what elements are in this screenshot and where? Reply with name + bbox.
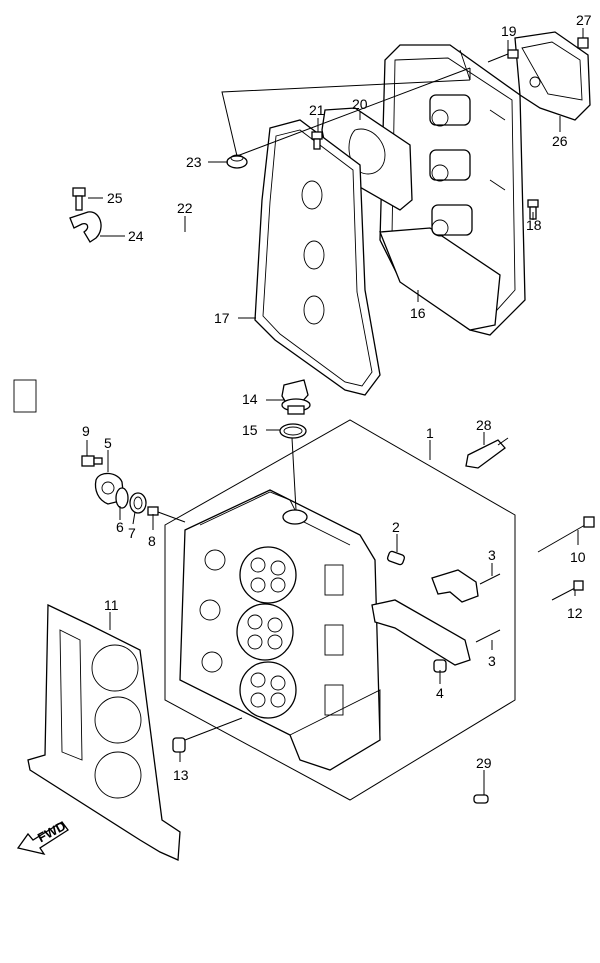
callout-3a: 3 [488, 547, 496, 563]
bolt-3a [479, 573, 501, 585]
callout-labels: 1 2 3 3 4 5 6 7 8 9 10 11 12 13 14 15 16… [82, 12, 592, 783]
o-ring [279, 423, 307, 439]
callout-10: 10 [570, 549, 586, 565]
bracket-3b [371, 599, 471, 666]
bolt-10 [537, 516, 595, 553]
callout-13: 13 [173, 767, 189, 783]
callout-22: 22 [177, 200, 193, 216]
part-9-bolt [81, 455, 103, 467]
callout-16: 16 [410, 305, 426, 321]
head-cover-gasket [254, 119, 381, 396]
callout-2: 2 [392, 519, 400, 535]
callout-4: 4 [436, 685, 444, 701]
callout-14: 14 [242, 391, 258, 407]
spark-plug [465, 437, 509, 469]
callout-21: 21 [309, 102, 325, 118]
callout-15: 15 [242, 422, 258, 438]
head-gasket [27, 603, 181, 861]
gasket-plate [321, 107, 413, 211]
dowel-13 [172, 737, 186, 753]
callout-28: 28 [476, 417, 492, 433]
dowel-29 [473, 794, 489, 804]
callout-27: 27 [576, 12, 592, 28]
callout-23: 23 [186, 154, 202, 170]
cylinder-head-box [164, 419, 516, 801]
callout-11: 11 [104, 597, 119, 613]
callout-29: 29 [476, 755, 492, 771]
bolt-3b [475, 629, 501, 643]
callout-7: 7 [128, 525, 136, 541]
callout-19: 19 [501, 23, 517, 39]
callout-9: 9 [82, 423, 90, 439]
callout-5: 5 [104, 435, 112, 451]
callout-20: 20 [352, 96, 368, 112]
callout-6: 6 [116, 519, 124, 535]
cover-plate [514, 31, 591, 121]
callout-12: 12 [567, 605, 583, 621]
bolt-21 [311, 131, 323, 150]
leader-lines [86, 28, 584, 795]
callout-17: 17 [214, 310, 230, 326]
callout-18: 18 [526, 217, 542, 233]
camshaft-housing [379, 44, 526, 336]
oil-filler-cap [281, 379, 311, 415]
bolt-12 [551, 580, 584, 601]
callout-8: 8 [148, 533, 156, 549]
hose-clamp [226, 154, 248, 169]
breather-hose [13, 161, 239, 459]
part-8-bolt [147, 506, 159, 516]
fwd-arrow: FWD [16, 818, 69, 856]
callout-24: 24 [128, 228, 144, 244]
cylinder-head [179, 489, 381, 771]
callout-3b: 3 [488, 653, 496, 669]
part-6-ring [115, 487, 129, 509]
dowel-pin-2 [386, 550, 406, 566]
callout-25: 25 [107, 190, 123, 206]
bracket-3a [431, 569, 479, 603]
callout-26: 26 [552, 133, 568, 149]
bolt-19 [487, 49, 519, 63]
bolt-27 [577, 37, 589, 49]
clamp-24 [69, 211, 102, 243]
bolt-25 [72, 187, 86, 211]
part-7-seal [129, 492, 147, 514]
callout-1: 1 [426, 425, 434, 441]
